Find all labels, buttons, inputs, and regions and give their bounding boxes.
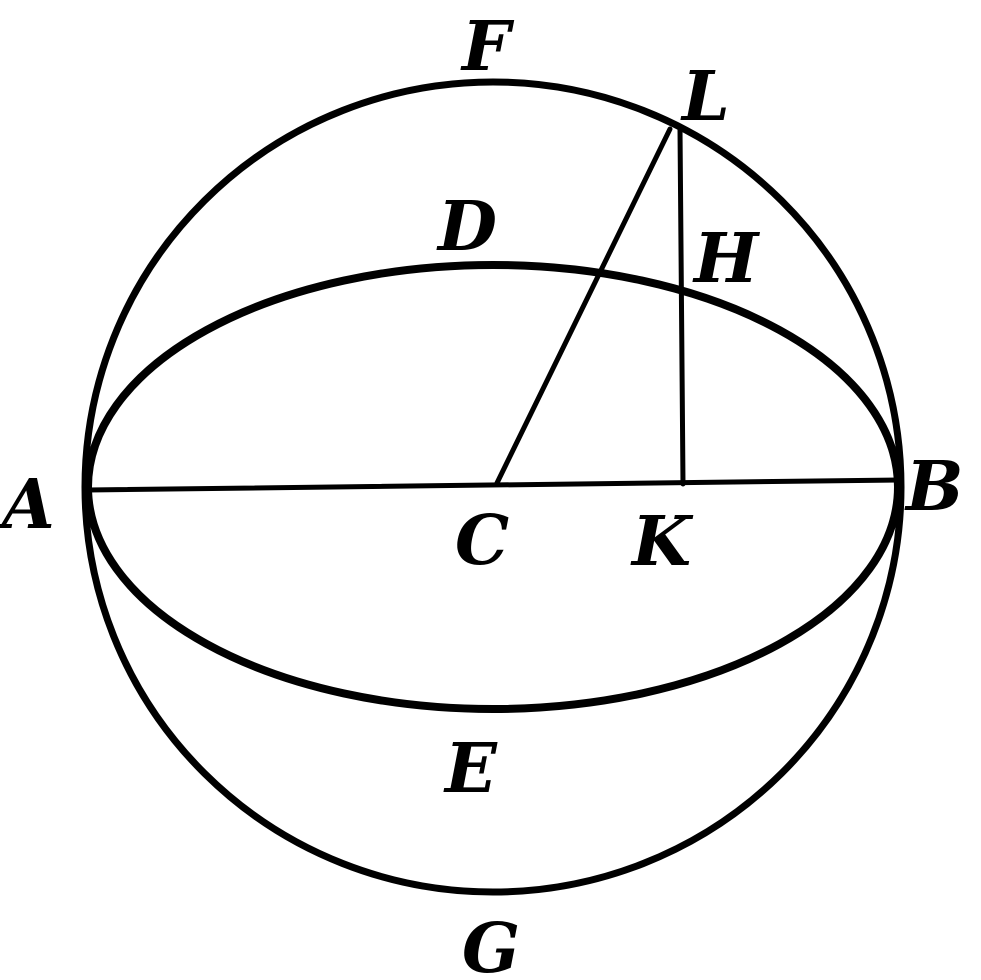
label-a: A: [0, 465, 55, 545]
label-e: E: [443, 729, 498, 809]
label-h: H: [692, 219, 761, 299]
label-d: D: [436, 187, 497, 267]
label-g: G: [462, 909, 520, 980]
label-k: K: [630, 502, 694, 582]
line-lk: [677, 126, 686, 487]
inner-ellipse: [84, 261, 902, 713]
label-b: B: [904, 447, 963, 527]
label-f: F: [460, 7, 515, 87]
label-c: C: [455, 501, 509, 581]
diameter-ab: [85, 477, 901, 493]
label-l: L: [680, 57, 730, 137]
line-cl: [494, 126, 673, 486]
